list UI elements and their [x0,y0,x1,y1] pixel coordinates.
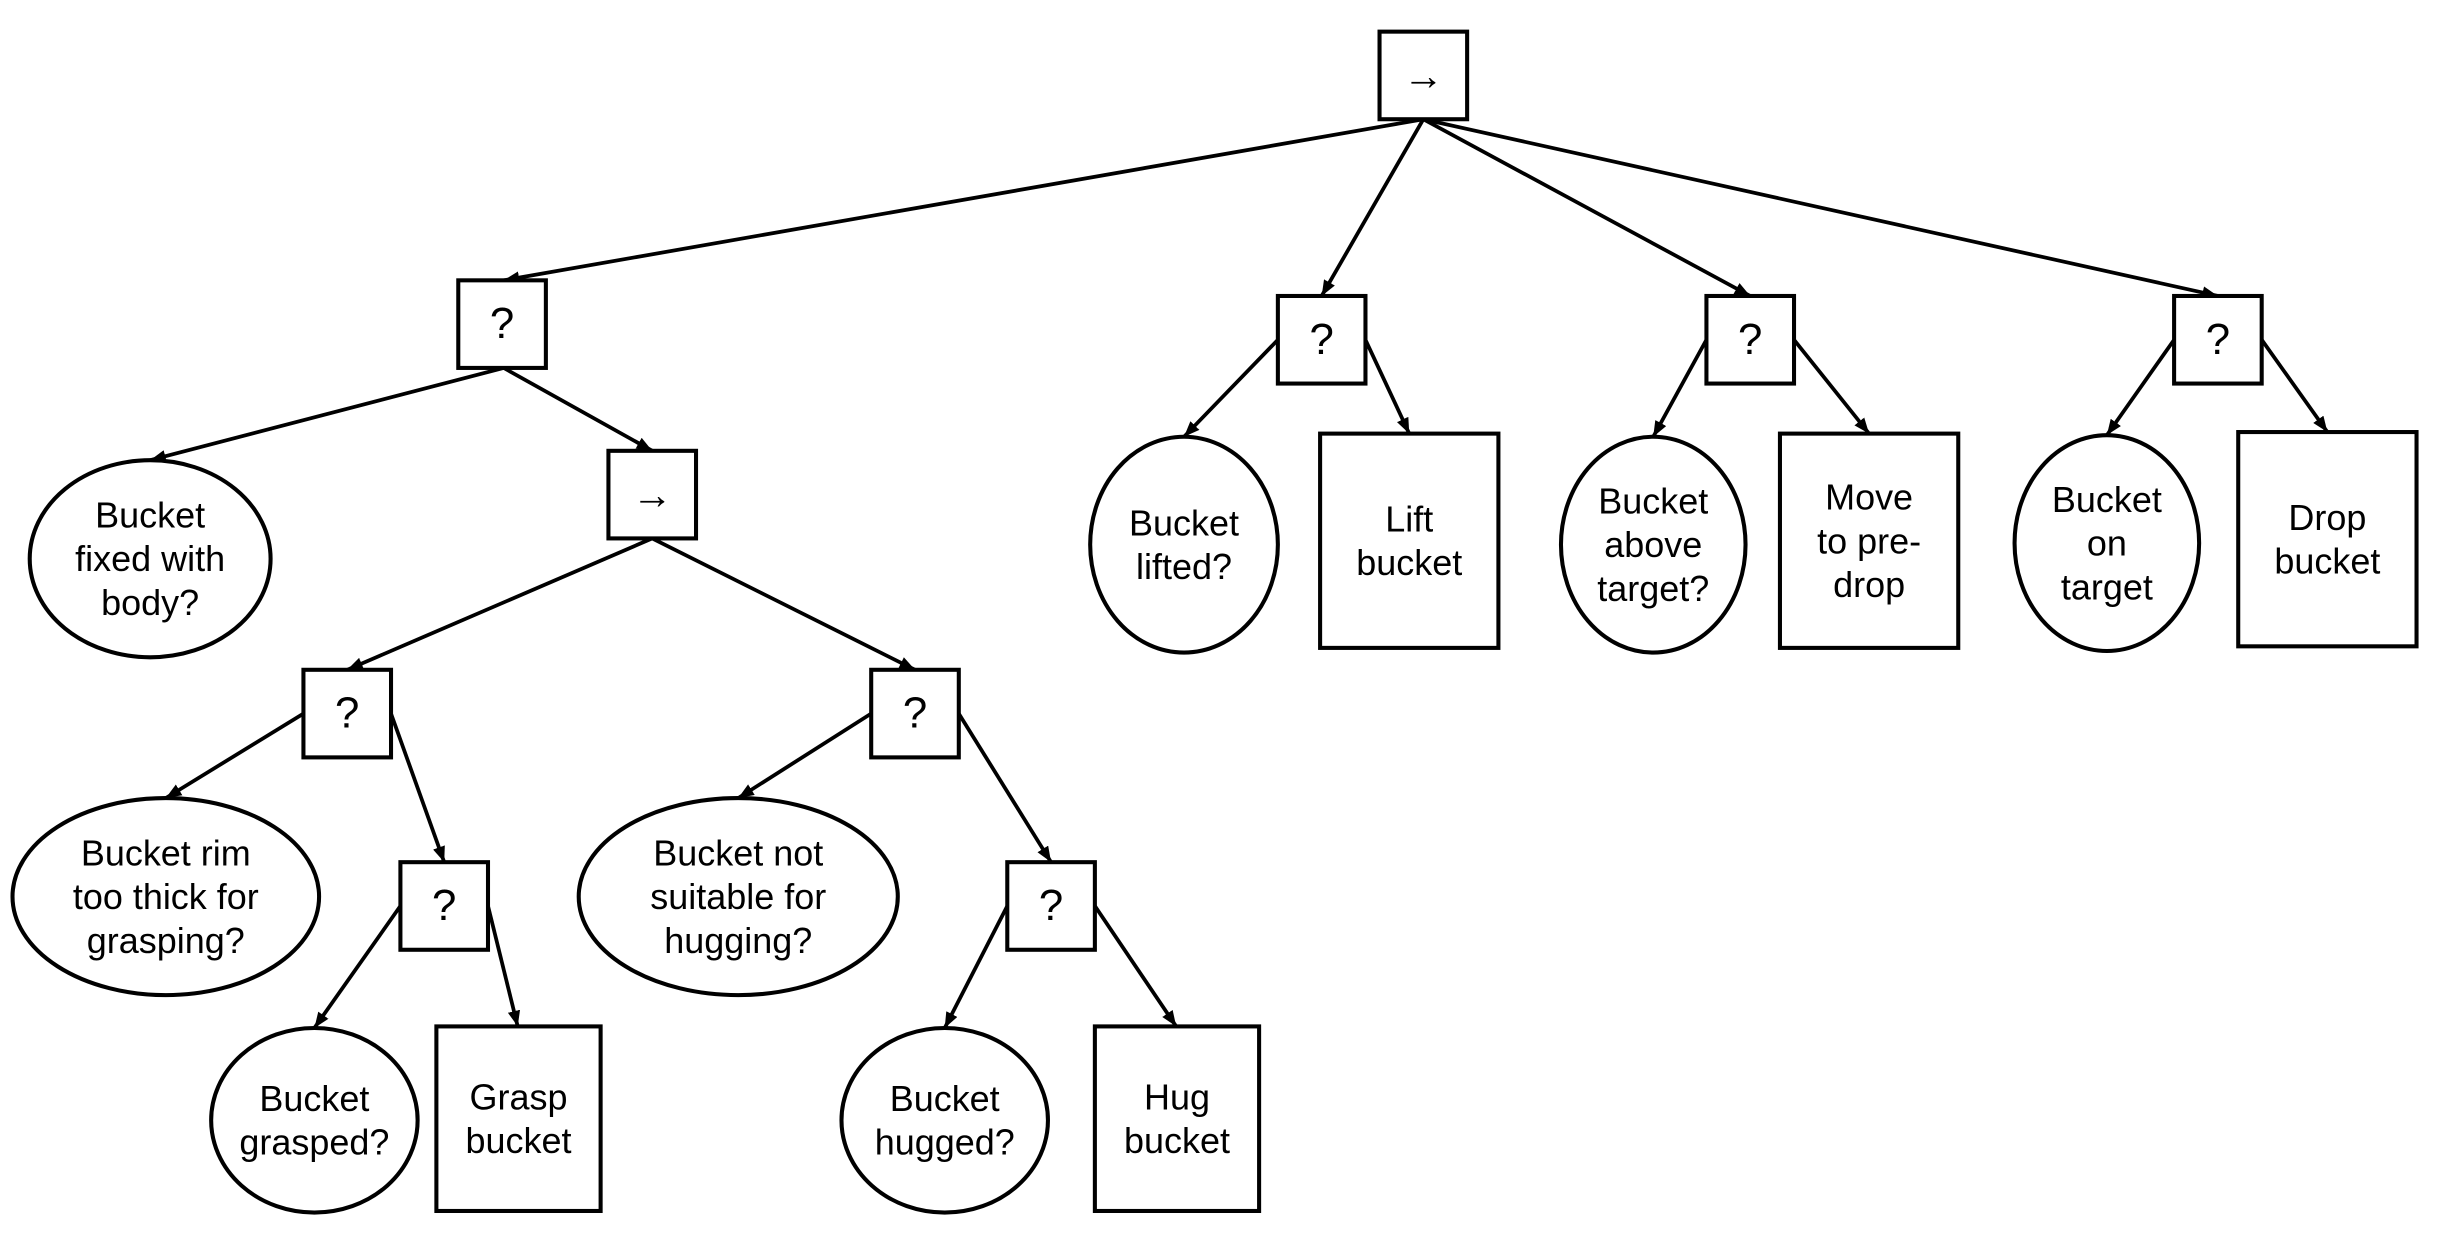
condition-node-ellipse [1558,434,1748,655]
sequence-node-box [1377,29,1470,122]
fallback-node-label: ? [903,689,927,738]
condition-node-ellipse [576,796,900,998]
fallback-node-label: ? [432,881,456,930]
fallback-node-label: ? [2206,315,2230,364]
fallback-node-box [398,860,491,952]
fallback-node-box [1275,293,1368,386]
node-fallback-fb_grasp2: ? [398,860,491,952]
edge-fb1-to-fixed [149,366,505,463]
node-fallback-fb_move: ? [1704,293,1797,386]
fallback-node-label: ? [335,689,359,738]
condition-node-ellipse [2012,433,2202,654]
edge-fb_move-to-above [1651,338,1709,438]
edge-fb_lift-to-lift [1363,338,1411,435]
fallback-node-box [456,278,548,370]
fallback-node-box [1005,860,1097,952]
fallback-node-box [2172,293,2264,386]
edges-layer [149,117,2329,1030]
node-fallback-fb_lift: ? [1275,293,1368,386]
fallback-node-box [301,667,394,760]
condition-node-ellipse [10,796,322,998]
node-sequence-root: → [1377,29,1470,122]
edge-fb_drop-to-drop [2260,338,2329,434]
edge-fb_hug2-to-hugged [943,905,1009,1029]
sequence-node-label: → [632,472,673,518]
action-node-box [2236,430,2419,649]
edge-fb_hug-to-notsuitable [737,712,873,800]
condition-node-ellipse [27,458,273,660]
action-node-box [434,1024,603,1214]
fallback-node-label: ? [490,299,514,348]
edge-fb_drop-to-ontarget [2105,338,2176,437]
edge-fb_grasp2-to-grasped [312,904,402,1030]
condition-node-ellipse [1088,434,1280,655]
edge-fb_grasp-to-rim [164,711,305,800]
fallback-node-box [1704,293,1797,386]
edge-seq2-to-fb_hug [651,536,916,672]
edge-seq2-to-fb_grasp [346,536,653,672]
edge-fb_grasp2-to-grasp [486,905,521,1027]
edge-fb_grasp-to-fb_grasp2 [389,712,446,863]
node-sequence-seq2: → [606,448,699,541]
fallback-node-label: ? [1309,315,1333,364]
edge-root-to-fb_move [1422,117,1752,298]
node-fallback-fb_hug2: ? [1005,860,1097,952]
fallback-node-label: ? [1738,315,1762,364]
edge-root-to-fb_drop [1422,117,2219,299]
fallback-node-label: ? [1039,881,1063,930]
node-fallback-fb1: ? [456,278,548,370]
node-fallback-fb_grasp: ? [301,667,394,760]
action-node-box [1318,431,1501,650]
condition-node-ellipse [209,1025,420,1215]
edge-fb_hug2-to-hug [1093,904,1178,1028]
action-node-box [1777,431,1961,650]
edge-fb_hug-to-fb_hug2 [957,712,1053,864]
edge-fb1-to-seq2 [502,366,654,453]
action-node-box [1092,1024,1262,1214]
condition-node-ellipse [839,1025,1050,1215]
sequence-node-label: → [1403,53,1444,99]
fallback-node-box [869,667,961,760]
node-fallback-fb_hug: ? [869,667,961,760]
edge-fb_move-to-move [1792,338,1871,435]
sequence-node-box [606,448,699,541]
edge-root-to-fb1 [503,117,1424,284]
edge-root-to-fb_lift [1320,118,1425,297]
edge-fb_lift-to-lifted [1182,338,1280,439]
node-fallback-fb_drop: ? [2172,293,2264,386]
